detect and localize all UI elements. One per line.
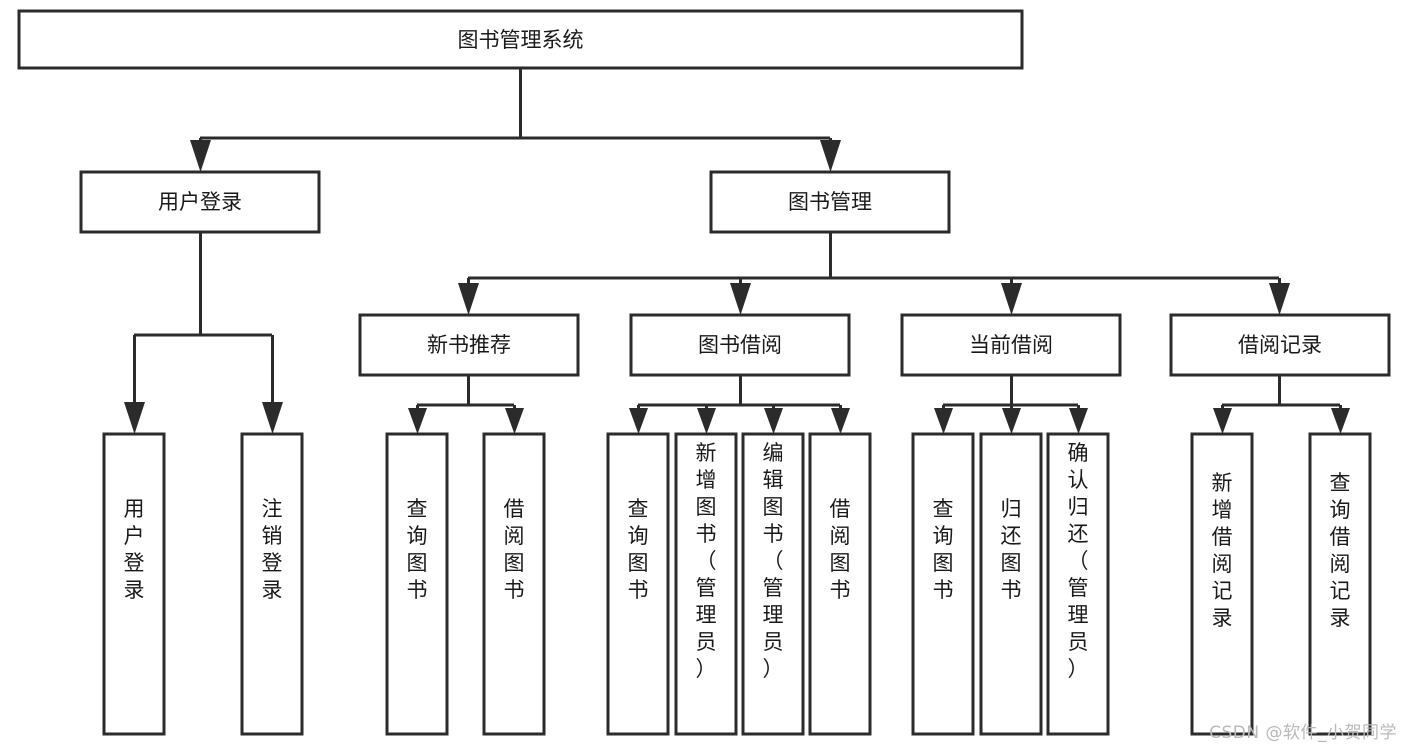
arrow-head-current-borrow xyxy=(1001,283,1022,315)
node-leaf-return-book-box[interactable] xyxy=(979,432,1043,736)
arrow-head-book-borrow xyxy=(730,283,751,315)
arrow-head-leaf-edit-book xyxy=(764,408,783,434)
node-book-manage-box[interactable] xyxy=(709,170,951,234)
node-leaf-query-book-2-label: 查询图书 xyxy=(628,497,649,602)
node-leaf-query-book-2-box[interactable] xyxy=(606,432,670,736)
arrow-head-book-manage xyxy=(820,140,841,172)
node-leaf-add-book-box[interactable] xyxy=(674,432,738,736)
node-leaf-edit-book-box[interactable] xyxy=(741,432,805,736)
node-leaf-borrow-book-1-label: 借阅图书 xyxy=(504,497,525,602)
node-user-login-box[interactable] xyxy=(79,170,321,234)
node-leaf-confirm-return-label: 确认归还（管理员） xyxy=(1068,441,1089,681)
node-leaf-user-logout-label: 注销登录 xyxy=(262,497,283,602)
node-user-login[interactable]: 用户登录 xyxy=(79,170,321,234)
arrow-head-leaf-confirm-return xyxy=(1069,408,1088,434)
node-new-book-recommend-box[interactable] xyxy=(358,313,580,377)
node-leaf-user-login-label: 用户登录 xyxy=(124,497,145,602)
node-current-borrow-box[interactable] xyxy=(900,313,1122,377)
node-current-borrow-label: 当前借阅 xyxy=(969,333,1053,357)
arrow-head-user-login xyxy=(190,140,211,172)
arrow-head-leaf-borrow-book-1 xyxy=(505,408,524,434)
node-leaf-add-record-label: 新增借阅记录 xyxy=(1212,471,1233,630)
node-leaf-query-book-1-box[interactable] xyxy=(385,432,449,736)
node-leaf-query-book-3[interactable]: 查询图书 xyxy=(911,432,975,736)
node-book-borrow-box[interactable] xyxy=(629,313,851,377)
node-leaf-query-record-label: 查询借阅记录 xyxy=(1330,471,1351,630)
node-leaf-confirm-return-box[interactable] xyxy=(1046,432,1110,736)
connector-group-user-login xyxy=(124,232,283,434)
node-leaf-borrow-book-1[interactable]: 借阅图书 xyxy=(482,432,546,736)
node-leaf-user-login[interactable]: 用户登录 xyxy=(102,432,166,736)
node-leaf-borrow-book-1-box[interactable] xyxy=(482,432,546,736)
node-leaf-query-book-3-label: 查询图书 xyxy=(933,497,954,602)
arrow-head-leaf-query-record xyxy=(1331,408,1350,434)
node-leaf-add-book-label: 新增图书（管理员） xyxy=(696,441,717,681)
node-leaf-user-login-box[interactable] xyxy=(102,432,166,736)
node-book-borrow[interactable]: 图书借阅 xyxy=(629,313,851,377)
node-leaf-return-book-label: 归还图书 xyxy=(1001,497,1022,602)
connector-group-root xyxy=(190,68,841,172)
connector-group-new-book-recommend xyxy=(408,375,524,434)
connector-group-book-borrow xyxy=(629,375,850,434)
node-leaf-query-record-box[interactable] xyxy=(1308,432,1372,736)
arrow-head-leaf-return-book xyxy=(1002,408,1021,434)
node-leaf-borrow-book-2-box[interactable] xyxy=(808,432,872,736)
arrow-head-leaf-borrow-book-2 xyxy=(831,408,850,434)
node-root-box[interactable] xyxy=(17,9,1024,70)
connector-group-borrow-record xyxy=(1213,375,1350,434)
node-borrow-record-label: 借阅记录 xyxy=(1238,333,1322,357)
node-leaf-return-book[interactable]: 归还图书 xyxy=(979,432,1043,736)
node-book-borrow-label: 图书借阅 xyxy=(698,333,782,357)
node-leaf-query-record[interactable]: 查询借阅记录 xyxy=(1308,432,1372,736)
node-user-login-label: 用户登录 xyxy=(158,190,242,214)
arrow-head-borrow-record xyxy=(1269,283,1290,315)
node-leaf-add-record-box[interactable] xyxy=(1190,432,1254,736)
node-leaf-query-book-3-box[interactable] xyxy=(911,432,975,736)
arrow-head-leaf-query-book-2 xyxy=(629,408,648,434)
connector-group-book-manage xyxy=(458,232,1290,315)
arrow-head-leaf-add-book xyxy=(697,408,716,434)
node-leaf-edit-book[interactable]: 编辑图书（管理员） xyxy=(741,432,805,736)
connector-group-current-borrow xyxy=(934,375,1088,434)
arrow-head-new-book-recommend xyxy=(458,283,479,315)
node-leaf-add-book[interactable]: 新增图书（管理员） xyxy=(674,432,738,736)
node-leaf-user-logout[interactable]: 注销登录 xyxy=(240,432,304,736)
node-new-book-recommend-label: 新书推荐 xyxy=(427,333,511,357)
node-leaf-query-book-1-label: 查询图书 xyxy=(407,497,428,602)
node-leaf-borrow-book-2-label: 借阅图书 xyxy=(830,497,851,602)
node-root[interactable]: 图书管理系统 xyxy=(17,9,1024,70)
node-borrow-record-box[interactable] xyxy=(1169,313,1391,377)
node-new-book-recommend[interactable]: 新书推荐 xyxy=(358,313,580,377)
node-leaf-query-book-1[interactable]: 查询图书 xyxy=(385,432,449,736)
node-borrow-record[interactable]: 借阅记录 xyxy=(1169,313,1391,377)
arrow-head-leaf-user-logout xyxy=(262,402,283,434)
node-root-label: 图书管理系统 xyxy=(458,28,584,52)
node-leaf-add-record[interactable]: 新增借阅记录 xyxy=(1190,432,1254,736)
node-book-manage[interactable]: 图书管理 xyxy=(709,170,951,234)
arrow-head-leaf-query-book-1 xyxy=(408,408,427,434)
arrow-head-leaf-query-book-3 xyxy=(934,408,953,434)
arrow-head-leaf-user-login xyxy=(124,402,145,434)
node-current-borrow[interactable]: 当前借阅 xyxy=(900,313,1122,377)
node-leaf-borrow-book-2[interactable]: 借阅图书 xyxy=(808,432,872,736)
node-leaf-edit-book-label: 编辑图书（管理员） xyxy=(763,441,784,681)
arrow-head-leaf-add-record xyxy=(1213,408,1232,434)
node-leaf-confirm-return[interactable]: 确认归还（管理员） xyxy=(1046,432,1110,736)
node-book-manage-label: 图书管理 xyxy=(788,190,872,214)
node-leaf-user-logout-box[interactable] xyxy=(240,432,304,736)
node-leaf-query-book-2[interactable]: 查询图书 xyxy=(606,432,670,736)
